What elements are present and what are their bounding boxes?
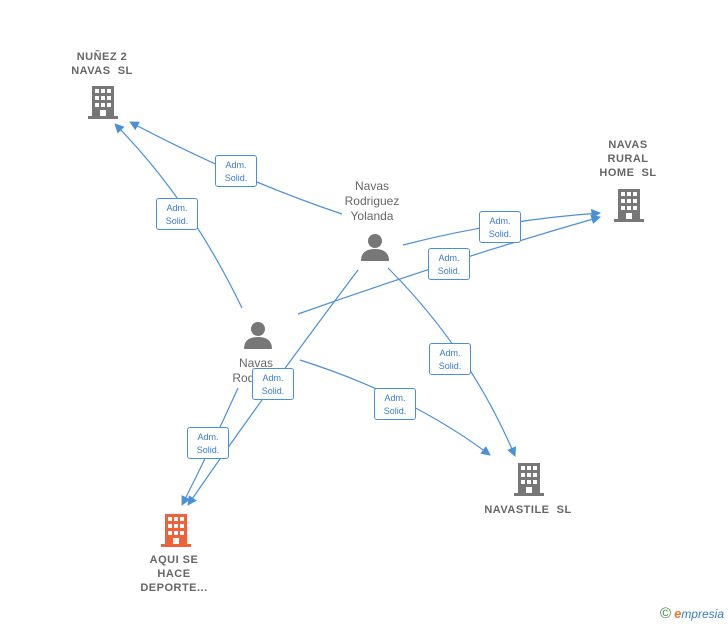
company-label-nunez[interactable]: NUÑEZ 2 NAVAS SL	[32, 50, 172, 78]
label-line: Yolanda	[350, 209, 394, 223]
copyright-icon: ©	[660, 605, 672, 622]
badge-line: Adm.	[438, 253, 460, 263]
label-line: NAVAS	[608, 139, 648, 151]
edge-badge-yolanda-rural[interactable]: Adm. Solid.	[479, 211, 521, 243]
edge-badge-yolanda-nunez[interactable]: Adm. Solid.	[215, 155, 257, 187]
edge-badge-person-aqui[interactable]: Adm. Solid.	[187, 427, 229, 459]
edge-badge-yolanda-navastile[interactable]: Adm. Solid.	[429, 343, 471, 375]
person-icon	[244, 322, 272, 349]
badge-line: Solid.	[224, 173, 248, 183]
person-label-yolanda[interactable]: Navas Rodriguez Yolanda	[302, 179, 442, 224]
label-line: Navas	[238, 356, 273, 370]
badge-line: Adm.	[166, 203, 188, 213]
edge-badge-person-rural[interactable]: Adm. Solid.	[428, 248, 470, 280]
badge-line: Solid.	[165, 216, 189, 226]
badge-line: Solid.	[438, 361, 462, 371]
brand-logo-text: mpresia	[681, 607, 724, 621]
badge-line: Solid.	[196, 445, 220, 455]
badge-line: Solid.	[261, 386, 285, 396]
edge-badge-yolanda-aqui[interactable]: Adm. Solid.	[252, 368, 294, 400]
brand-footer[interactable]: © empresia	[660, 605, 724, 622]
brand-logo-e: e	[674, 606, 682, 621]
brand-logo: empresia	[674, 606, 724, 621]
badge-line: Adm.	[225, 160, 247, 170]
building-icon	[514, 463, 544, 496]
building-icon-highlighted	[161, 514, 191, 547]
label-line: NAVAS SL	[71, 65, 133, 77]
label-line: HACE	[157, 568, 191, 580]
label-line: Rodriguez	[344, 194, 400, 208]
label-line: AQUI SE	[149, 554, 199, 566]
badge-line: Adm.	[439, 348, 461, 358]
label-line: Navas	[354, 179, 389, 193]
badge-line: Adm.	[384, 393, 406, 403]
company-label-navas-rural[interactable]: NAVAS RURAL HOME SL	[558, 138, 698, 180]
label-line: DEPORTE...	[140, 582, 208, 594]
label-line: RURAL	[607, 153, 649, 165]
label-line: NUÑEZ 2	[76, 51, 128, 63]
badge-line: Solid.	[383, 406, 407, 416]
edge-badge-person-navastile[interactable]: Adm. Solid.	[374, 388, 416, 420]
label-line: NAVASTILE SL	[484, 504, 572, 516]
building-icon	[88, 86, 118, 119]
badge-line: Adm.	[197, 432, 219, 442]
label-line: HOME SL	[599, 167, 657, 179]
badge-line: Adm.	[489, 216, 511, 226]
badge-line: Adm.	[262, 373, 284, 383]
badge-line: Solid.	[488, 229, 512, 239]
company-label-navastile[interactable]: NAVASTILE SL	[458, 503, 598, 517]
company-label-aqui[interactable]: AQUI SE HACE DEPORTE...	[104, 553, 244, 595]
badge-line: Solid.	[437, 266, 461, 276]
edge-badge-person-nunez[interactable]: Adm. Solid.	[156, 198, 198, 230]
building-icon	[614, 189, 644, 222]
person-icon	[361, 234, 389, 261]
